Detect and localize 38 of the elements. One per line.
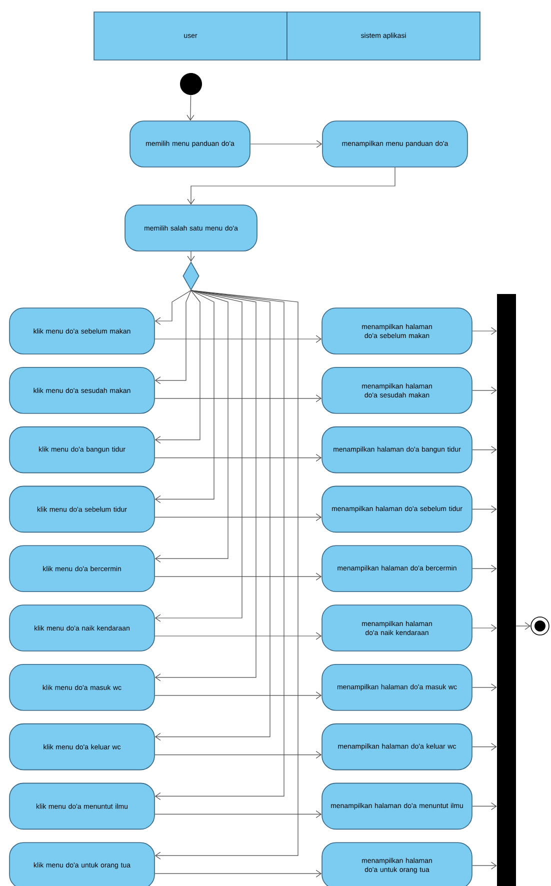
- arrow: [472, 327, 497, 335]
- arrow: [154, 394, 322, 402]
- arrow: [154, 290, 298, 860]
- arrow: [187, 167, 396, 205]
- arrow: [187, 251, 195, 262]
- arrow: [154, 335, 322, 343]
- arrow: [472, 386, 497, 394]
- arrow: [154, 290, 192, 384]
- arrow: [154, 572, 322, 580]
- arrow: [154, 632, 322, 640]
- arrow: [154, 290, 192, 325]
- final-node: [530, 616, 550, 636]
- arrow: [154, 751, 322, 759]
- arrow: [472, 743, 497, 751]
- initial-node: [180, 73, 202, 95]
- arrow: [154, 290, 200, 444]
- arrow: [516, 622, 531, 630]
- arrow: [472, 862, 497, 870]
- arrow: [154, 454, 322, 462]
- arrow: [154, 870, 322, 878]
- arrow: [154, 290, 270, 741]
- arrow: [472, 446, 497, 454]
- arrow: [154, 290, 284, 800]
- arrow: [472, 564, 497, 572]
- fork-bar: [497, 294, 516, 886]
- arrow: [154, 290, 256, 682]
- arrow: [154, 290, 214, 503]
- arrow: [154, 513, 322, 521]
- arrow: [250, 140, 322, 148]
- arrow: [154, 810, 322, 818]
- arrow: [186, 94, 194, 121]
- arrow: [472, 505, 497, 513]
- arrow: [154, 290, 228, 562]
- arrow: [472, 802, 497, 810]
- arrow: [472, 684, 497, 692]
- arrow: [154, 692, 322, 700]
- arrow: [472, 624, 497, 632]
- arrow: [154, 290, 242, 622]
